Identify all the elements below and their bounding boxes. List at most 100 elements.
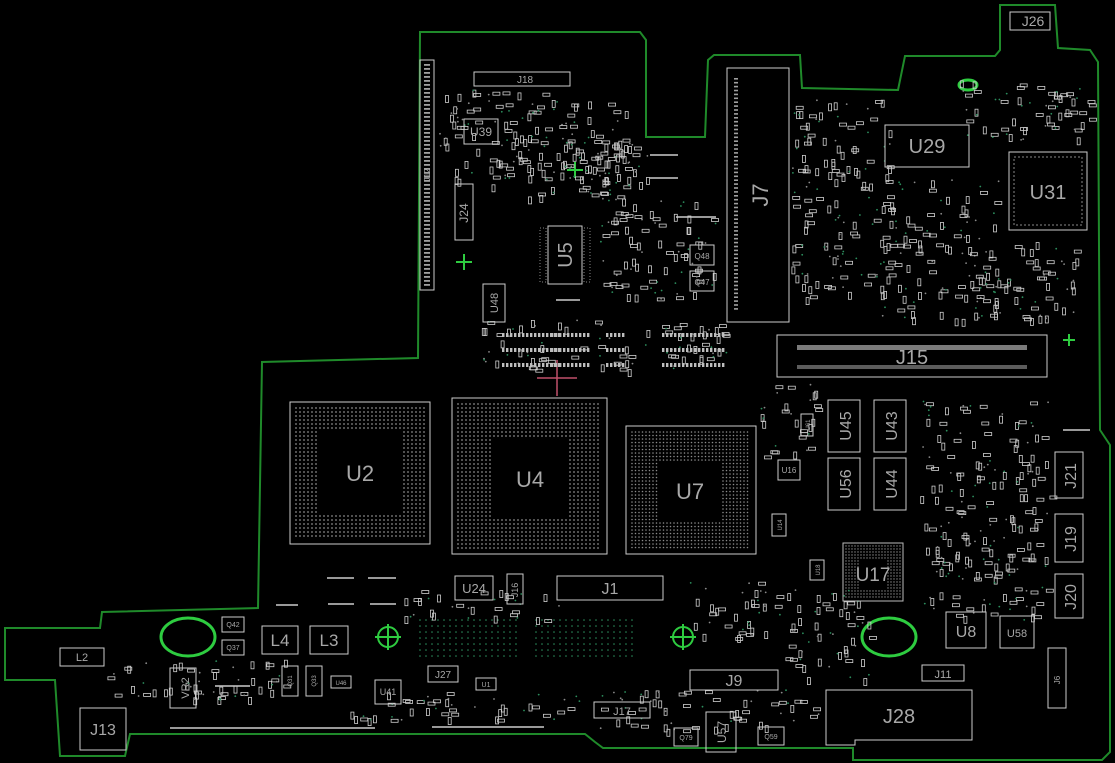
- label-u14: U14: [778, 519, 784, 531]
- label-q48: Q48: [694, 252, 710, 261]
- transistor-q31: Q31: [281, 665, 299, 697]
- mounting-hole: [159, 616, 217, 658]
- transistor-q42: Q42: [221, 616, 245, 633]
- ic-u45: U45: [827, 399, 861, 453]
- ic-u56: U56: [827, 457, 861, 511]
- label-u29: U29: [909, 136, 946, 158]
- ic-u58: U58: [999, 615, 1035, 649]
- connector-j27: J27: [427, 665, 459, 683]
- label-u31: U31: [1030, 182, 1067, 204]
- connector-j19: J19: [1054, 513, 1084, 563]
- connector-j9: J9: [689, 669, 779, 691]
- mounting-hole: [860, 616, 918, 658]
- label-l3: L3: [320, 631, 339, 650]
- label-vr2: VR2: [180, 677, 192, 698]
- connector-j11: J11: [921, 664, 965, 682]
- connector-j7: J7: [726, 67, 790, 323]
- label-q37: Q37: [226, 645, 239, 652]
- connector-j-left: J12: [419, 59, 435, 291]
- label-j11: J11: [935, 669, 952, 681]
- bga-ball-grid: [295, 407, 425, 537]
- label-u58: U58: [1007, 628, 1027, 640]
- ic-u5: U5: [539, 225, 591, 285]
- ic-u44: U44: [873, 457, 907, 511]
- label-u5: U5: [555, 242, 577, 268]
- label-q33: Q33: [312, 675, 318, 687]
- ic-u1: U1: [475, 677, 497, 691]
- bga-u17: U17: [842, 542, 904, 602]
- transistor-q37: Q37: [221, 639, 245, 656]
- label-q47: Q47: [694, 278, 710, 287]
- label-u46: U46: [335, 681, 347, 687]
- connector-j16: J16: [506, 573, 524, 605]
- label-q31: Q31: [288, 675, 294, 687]
- label-u48: U48: [489, 293, 501, 313]
- label-j19: J19: [1063, 526, 1080, 552]
- label-u39: U39: [470, 125, 492, 139]
- label-j27: J27: [435, 670, 452, 681]
- connector-j24: J24: [454, 183, 474, 241]
- ic-u31: U31: [1008, 151, 1088, 231]
- connector-j18: J18: [473, 71, 571, 87]
- fiducial: [670, 624, 696, 650]
- transistor-q79: Q79: [673, 727, 699, 747]
- bga-u4: U4: [451, 397, 608, 555]
- ic-u57: U57: [705, 711, 737, 753]
- label-u57: U57: [715, 721, 729, 743]
- inductor-l2: L2: [59, 647, 105, 667]
- label-u56: U56: [838, 469, 855, 498]
- label-u41: U41: [380, 687, 397, 697]
- label-u24: U24: [462, 581, 486, 596]
- label-j21: J21: [1063, 463, 1080, 489]
- inductor-l3: L3: [309, 625, 349, 655]
- bga-ball-grid: [631, 431, 749, 549]
- label-u7: U7: [676, 479, 704, 504]
- label-u8: U8: [956, 624, 977, 641]
- label-j20: J20: [1063, 584, 1080, 610]
- transistor-q59: Q59: [757, 726, 785, 746]
- board-outline: [4, 4, 1111, 761]
- ic-u46: U46: [330, 675, 352, 689]
- label-u17: U17: [856, 565, 891, 586]
- label-u43: U43: [884, 411, 901, 440]
- bga-u2: U2: [289, 401, 431, 545]
- label-q59: Q59: [764, 734, 777, 741]
- connector-j20: J20: [1054, 573, 1084, 619]
- label-u44: U44: [884, 469, 901, 498]
- label-u4: U4: [516, 467, 544, 492]
- connector-j15: J15: [776, 334, 1048, 378]
- label-j1: J1: [602, 581, 619, 598]
- label-l2: L2: [76, 652, 88, 664]
- label-u61: U61: [806, 419, 812, 431]
- connector-j1: J1: [556, 575, 664, 601]
- bga-u7: U7: [625, 425, 757, 555]
- label-j16: J16: [510, 583, 520, 598]
- ic-u39: U39: [463, 118, 499, 145]
- label-q42: Q42: [226, 622, 239, 629]
- connector-j17: J17: [593, 701, 651, 719]
- transistor-q47: Q47: [689, 270, 715, 292]
- smd-components: [107, 64, 1097, 737]
- label-j7: J7: [748, 183, 773, 206]
- bga-ball-grid: [535, 619, 633, 657]
- ic-u16: U16: [777, 459, 801, 481]
- connector-j28: J28: [825, 689, 973, 746]
- label-j12: J12: [423, 168, 432, 181]
- label-j24: J24: [457, 203, 471, 223]
- connector-j26: J26: [1009, 11, 1051, 31]
- silkscreen-lines: [170, 154, 1090, 729]
- ic-u18: U18: [809, 559, 825, 581]
- ic-u14: U14: [771, 513, 787, 537]
- ic-u43: U43: [873, 399, 907, 453]
- mounting-hole: [957, 78, 979, 92]
- label-j6: J6: [1053, 675, 1062, 684]
- label-j26: J26: [1022, 13, 1045, 29]
- bga-ball-grid: [845, 545, 901, 598]
- label-j18: J18: [517, 75, 534, 86]
- ic-u24: U24: [454, 575, 494, 601]
- inductor-l4: L4: [261, 625, 299, 655]
- label-l4: L4: [271, 631, 290, 650]
- bga-ball-grid: [419, 619, 517, 657]
- label-j28: J28: [883, 706, 915, 728]
